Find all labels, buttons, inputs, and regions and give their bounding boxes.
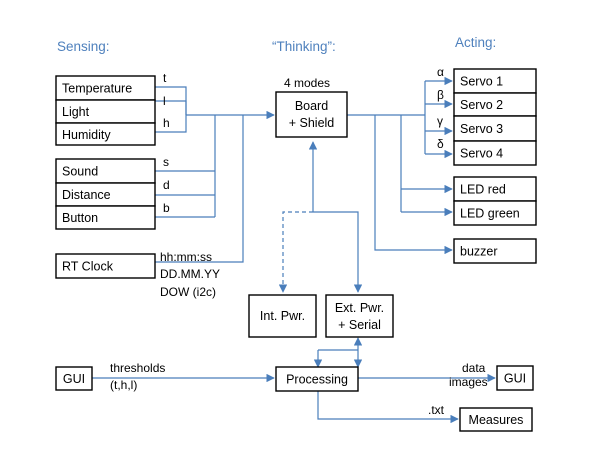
- buzzer-box: [453, 238, 537, 264]
- ext-power-line-1: Ext. Pwr.: [335, 301, 384, 315]
- wires-outputs: [347, 76, 453, 255]
- humidity-box: [55, 122, 156, 146]
- rt-clock-label: RT Clock: [62, 260, 114, 274]
- servo-3-box: [453, 115, 537, 142]
- var-h: h: [163, 116, 170, 130]
- board-box: [275, 91, 348, 138]
- wires-power: [278, 141, 363, 368]
- processing-label: Processing: [286, 373, 348, 387]
- thresholds-label: thresholds: [110, 361, 165, 375]
- servo-delta: δ: [437, 137, 444, 151]
- servo-1-label: Servo 1: [460, 75, 503, 89]
- board-modes: 4 modes: [284, 76, 330, 90]
- processing-box: [275, 366, 359, 392]
- wire-clock: [155, 115, 244, 263]
- led-green-label: LED green: [460, 207, 520, 221]
- servo-4-box: [453, 140, 537, 166]
- humidity-label: Humidity: [62, 128, 111, 142]
- clock-format-time: hh:mm:ss: [160, 250, 212, 264]
- led-green-box: [453, 200, 537, 226]
- measures-box: [459, 407, 533, 432]
- heading-sensing: Sensing:: [57, 39, 110, 54]
- servo-group: Servo 1 Servo 2 Servo 3 Servo 4 α β γ δ: [437, 65, 537, 166]
- var-l: l: [163, 94, 166, 108]
- heading-thinking: “Thinking”:: [272, 39, 336, 54]
- button-label: Button: [62, 211, 98, 225]
- gui-right-label: GUI: [504, 372, 526, 386]
- temperature-box: [55, 75, 156, 101]
- data-label: data: [462, 361, 486, 375]
- servo-2-label: Servo 2: [460, 98, 503, 112]
- gui-left-label: GUI: [63, 372, 85, 386]
- clock-format-dow: DOW (i2c): [160, 285, 216, 299]
- thresholds-vars: (t,h,l): [110, 378, 137, 392]
- images-label: images: [449, 375, 488, 389]
- sensor-group-1: Temperature Light Humidity t l h: [55, 71, 170, 146]
- ext-power-line-2: + Serial: [338, 318, 381, 332]
- servo-alpha: α: [437, 65, 444, 79]
- light-label: Light: [62, 105, 90, 119]
- var-t: t: [163, 71, 167, 85]
- rt-clock-box: [55, 253, 156, 279]
- servo-4-label: Servo 4: [460, 147, 503, 161]
- gui-right-box: [496, 365, 534, 391]
- pc-group: GUI thresholds (t,h,l) Processing data i…: [55, 361, 534, 432]
- temperature-label: Temperature: [62, 82, 132, 96]
- var-s: s: [163, 155, 169, 169]
- heading-acting: Acting:: [455, 35, 496, 50]
- sound-label: Sound: [62, 165, 98, 179]
- clock-group: RT Clock hh:mm:ss DD.MM.YY DOW (i2c): [55, 250, 220, 299]
- var-d: d: [163, 178, 170, 192]
- txt-label: .txt: [428, 403, 445, 417]
- var-b: b: [163, 201, 170, 215]
- measures-label: Measures: [469, 413, 524, 427]
- distance-label: Distance: [62, 188, 111, 202]
- sensor-group-2: Sound Distance Button s d b: [55, 155, 170, 230]
- servo-gamma: γ: [437, 114, 443, 128]
- board-group: 4 modes Board + Shield: [275, 76, 348, 138]
- wires-sensors-1: [155, 86, 187, 133]
- wires-pc: [92, 373, 496, 424]
- button-box: [55, 205, 156, 230]
- int-power-box: [248, 294, 317, 338]
- servo-3-label: Servo 3: [460, 122, 503, 136]
- led-red-label: LED red: [460, 183, 506, 197]
- clock-format-date: DD.MM.YY: [160, 267, 220, 281]
- board-line-2: + Shield: [289, 116, 335, 130]
- int-power-label: Int. Pwr.: [260, 309, 305, 323]
- servo-1-box: [453, 68, 537, 94]
- led-group: LED red LED green: [453, 176, 537, 226]
- board-line-1: Board: [295, 99, 328, 113]
- servo-beta: β: [437, 88, 444, 102]
- led-red-box: [453, 176, 537, 202]
- wires-sensors-2: [155, 115, 216, 218]
- buzzer-label: buzzer: [460, 245, 498, 259]
- gui-left-box: [55, 366, 93, 391]
- ext-power-box: [325, 294, 394, 338]
